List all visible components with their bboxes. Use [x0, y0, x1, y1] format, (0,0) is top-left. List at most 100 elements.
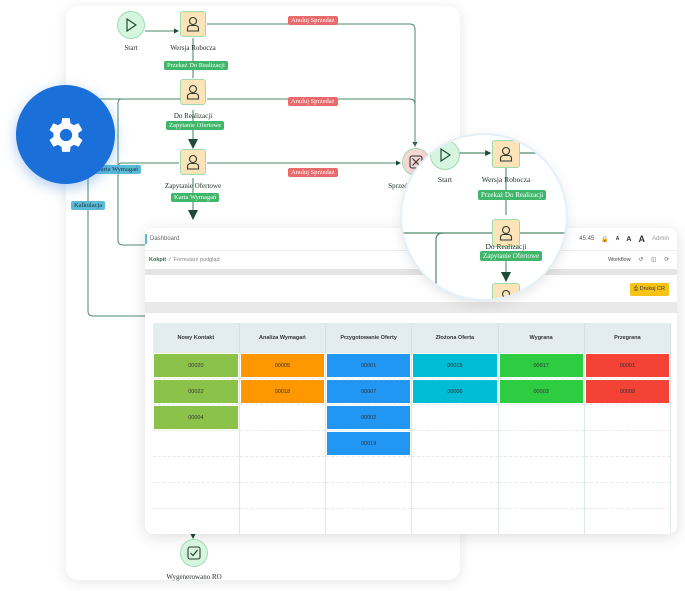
- zoom-przekaz-tag[interactable]: Przekaż Do Realizacji: [478, 190, 547, 200]
- zoom-do-realizacji-node[interactable]: [492, 219, 520, 247]
- board-cell: 00020: [153, 352, 240, 379]
- board-cell: [584, 482, 672, 509]
- kanban-card[interactable]: 00003: [499, 380, 583, 403]
- zoom-wersja-robocza-node[interactable]: [492, 140, 520, 168]
- start-node[interactable]: [117, 11, 145, 39]
- kanban-card[interactable]: 00018: [240, 380, 324, 403]
- wersja-robocza-label: Wersja Robocza: [170, 44, 216, 52]
- kanban-card[interactable]: 00022: [154, 380, 238, 403]
- board-cell: [411, 430, 499, 457]
- board-cell: 00001: [325, 352, 413, 379]
- kanban-card[interactable]: 00015: [413, 354, 497, 377]
- board-cell: [411, 482, 499, 509]
- board-row: 00004 00002: [153, 404, 672, 431]
- magnifier-circle: Start Wersja Robocza Przekaż Do Realizac…: [402, 135, 566, 299]
- anuluj-sprzedaz-tag[interactable]: Anuluj Sprzedaż: [288, 97, 338, 106]
- kanban-card[interactable]: 00001: [585, 354, 669, 377]
- board-cell: [325, 482, 413, 509]
- checkbox-icon: [187, 546, 201, 560]
- board-cell: 00022: [153, 378, 240, 405]
- magnified-connectors: [402, 150, 566, 299]
- przekaz-do-realizacji-tag[interactable]: Przekaż Do Realizacji: [164, 61, 228, 70]
- zoom-wersja-robocza-label: Wersja Robocza: [481, 175, 531, 184]
- board-cell: [584, 404, 672, 431]
- anuluj-sprzedaz-tag[interactable]: Anuluj Sprzedaż: [288, 168, 338, 177]
- anuluj-sprzedaz-tag[interactable]: Anuluj Sprzedaż: [288, 16, 338, 25]
- kanban-card[interactable]: 00006: [413, 380, 497, 403]
- wygenerowano-ro-node[interactable]: [180, 539, 208, 567]
- board-cell: [239, 508, 327, 534]
- board-cell: [584, 456, 672, 483]
- column-header: Nowy Kontakt: [153, 323, 240, 353]
- workflow-link[interactable]: Workflow: [608, 257, 631, 263]
- kanban-card[interactable]: 00001: [327, 354, 411, 377]
- kanban-card[interactable]: 00017: [499, 354, 583, 377]
- board-cell: [411, 456, 499, 483]
- user-menu[interactable]: Admin: [651, 236, 669, 242]
- board-cell: 00002: [325, 404, 413, 431]
- board-cell: [498, 482, 585, 509]
- zapytanie-ofertowe-tag[interactable]: Zapytanie Ofertowe: [166, 121, 225, 130]
- karta-wymagan-tag[interactable]: Karta Wymagań: [171, 193, 220, 202]
- connector-loop-2: [117, 98, 179, 170]
- column-header: Przegrana: [584, 323, 672, 353]
- column-header: Analiza Wymagań: [239, 323, 327, 353]
- board-cell: [584, 508, 672, 534]
- font-size-medium-button[interactable]: A: [626, 235, 632, 243]
- column-header: Przygotowanie Oferty: [325, 323, 413, 353]
- board-cell: 00008: [584, 378, 672, 405]
- kanban-card[interactable]: 00020: [154, 354, 238, 377]
- breadcrumb-root[interactable]: Kokpit: [149, 257, 167, 263]
- history-icon[interactable]: ↺: [638, 257, 644, 263]
- board-cell: [153, 456, 240, 483]
- start-label: Start: [124, 44, 138, 52]
- section-divider: [145, 269, 677, 275]
- gear-icon: [49, 117, 82, 152]
- sprzedaz-label: Sprzed: [388, 182, 408, 190]
- font-size-small-button[interactable]: A: [615, 236, 620, 242]
- wygenerowano-ro-label: Wygenerowano RO: [166, 573, 222, 581]
- kanban-card[interactable]: 00007: [327, 380, 411, 403]
- zoom-start-node[interactable]: [430, 140, 460, 170]
- zoom-zapytanie-node[interactable]: [492, 283, 520, 299]
- board-cell: [498, 508, 585, 534]
- zoom-zapytanie-tag[interactable]: Zapytanie Ofertowe: [480, 251, 543, 261]
- karta-wymagan-side-tag[interactable]: Karta Wymagań: [93, 165, 142, 174]
- board-cell: [153, 430, 240, 457]
- do-realizacji-label: Do Realizacji: [173, 112, 213, 120]
- print-cr-button[interactable]: ⎙ Drukuj CR: [629, 283, 669, 296]
- board-cell: [239, 404, 327, 431]
- refresh-icon[interactable]: ⟳: [664, 257, 669, 263]
- board-cell: [325, 508, 413, 534]
- kanban-card[interactable]: 00008: [585, 380, 669, 403]
- kanban-card[interactable]: 00002: [327, 406, 411, 429]
- copy-icon[interactable]: ◫: [651, 257, 657, 263]
- column-header: Złożona Oferta: [411, 323, 499, 353]
- connector-karta-loop: [117, 162, 179, 246]
- kanban-card[interactable]: 00019: [327, 432, 411, 455]
- kalkulacja-tag[interactable]: Kalkulacja: [71, 201, 106, 210]
- do-realizacji-node[interactable]: [180, 79, 206, 105]
- board-row: 00019: [153, 430, 672, 457]
- user-icon: [499, 225, 513, 241]
- sidebar-toggle[interactable]: [145, 234, 147, 244]
- wersja-robocza-node[interactable]: [180, 11, 206, 37]
- board-cell: 00004: [153, 404, 240, 431]
- lock-icon[interactable]: 🔒: [601, 236, 609, 243]
- kanban-card[interactable]: 00004: [154, 406, 238, 429]
- column-header: Wygrana: [498, 323, 585, 353]
- board-cell: 00015: [411, 352, 499, 379]
- board-cell: 00018: [239, 378, 327, 405]
- board-cell: 00017: [498, 352, 585, 379]
- board-cell: 00001: [584, 352, 672, 379]
- board-cell: 00019: [325, 430, 413, 457]
- kanban-card[interactable]: 00005: [240, 354, 324, 377]
- zapytanie-ofertowe-node[interactable]: [180, 149, 206, 175]
- app-window: Dashboard 45:45 🔒 A A A Admin Kokpit / F…: [145, 228, 677, 534]
- zoom-do-realizacji-label: Do Realizacji: [485, 242, 527, 251]
- user-icon: [500, 289, 512, 299]
- session-timer: 45:45: [579, 236, 595, 242]
- board-cell: [153, 508, 240, 534]
- font-size-large-button[interactable]: A: [638, 234, 645, 244]
